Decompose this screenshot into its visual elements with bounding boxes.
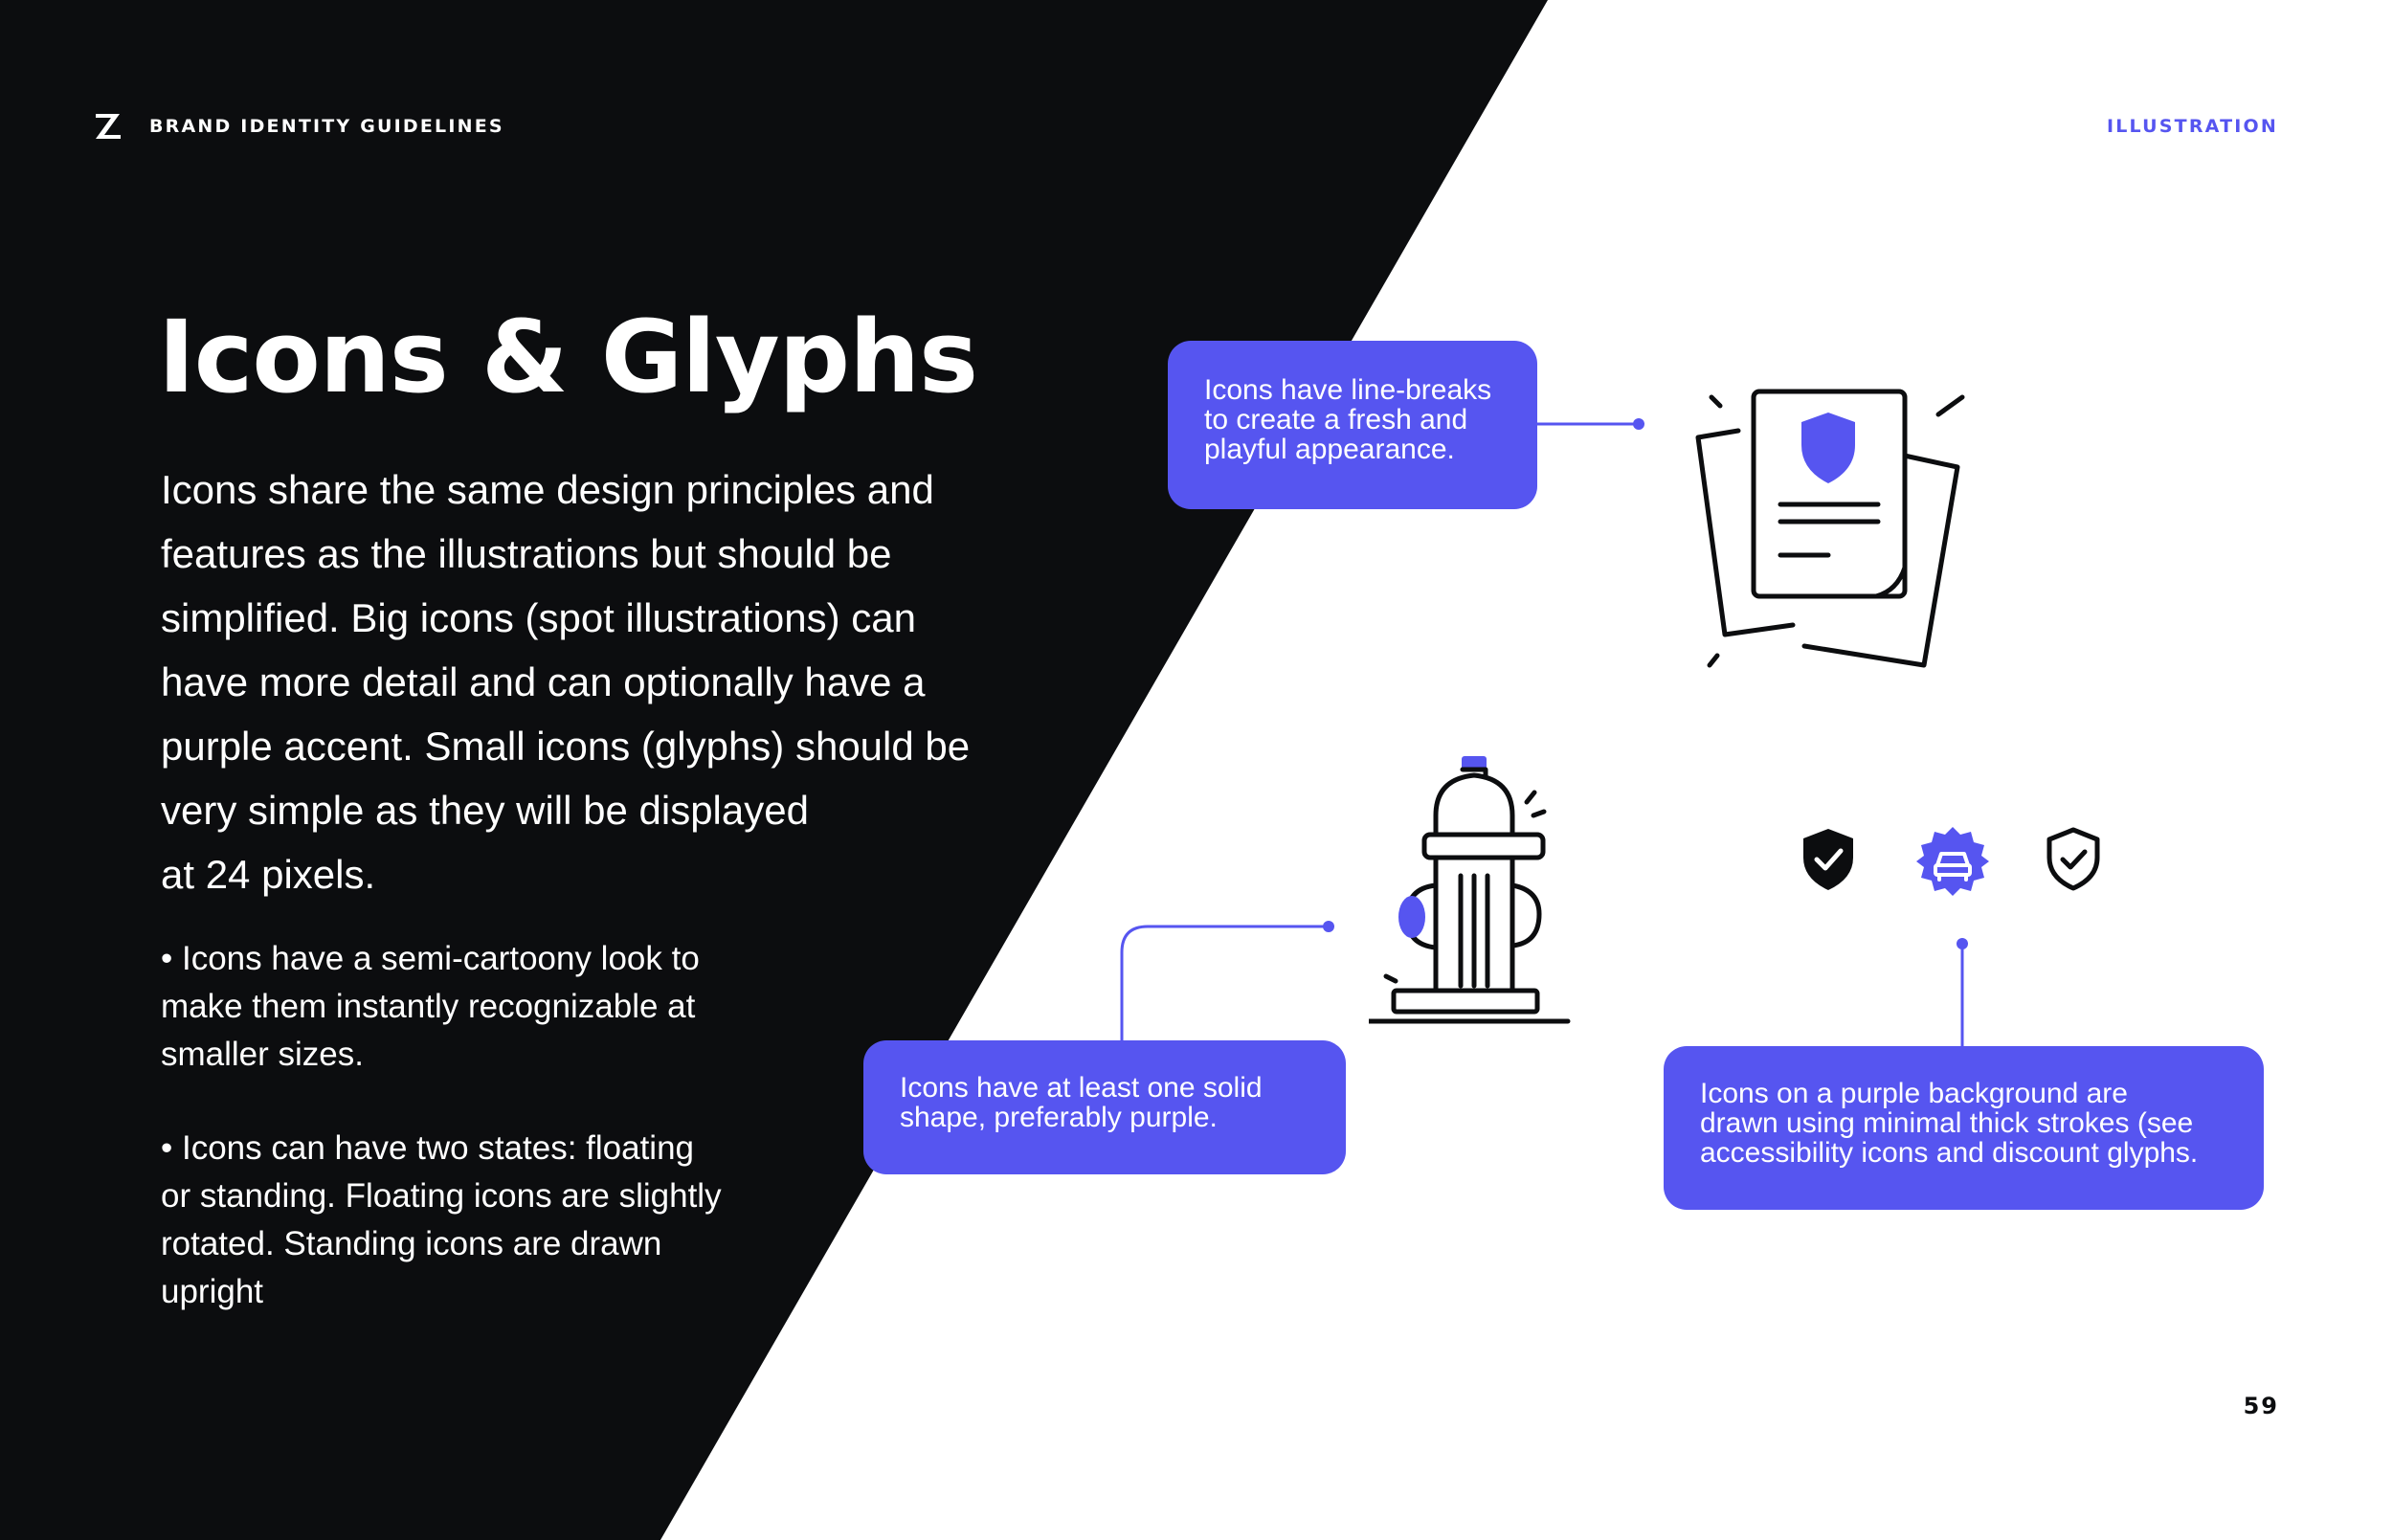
bullet-states: • Icons can have two states: floating or… [161, 1125, 773, 1316]
page-title: Icons & Glyphs [158, 299, 978, 415]
document-shield-icon [1695, 389, 1965, 668]
callout-line-breaks: Icons have line-breaks to create a fresh… [1168, 341, 1537, 509]
bullet-line: • Icons can have two states: floating [161, 1129, 695, 1167]
intro-line: at 24 pixels. [161, 852, 376, 897]
intro-line: very simple as they will be displayed [161, 788, 809, 833]
brand-title: BRAND IDENTITY GUIDELINES [149, 116, 504, 137]
connector-solid-shape [1120, 921, 1334, 1040]
shield-check-solid-icon [1803, 829, 1853, 890]
intro-line: simplified. Big icons (spot illustration… [161, 595, 916, 640]
callout-line: Icons have line-breaks [1204, 374, 1492, 406]
bullet-line: upright [161, 1273, 264, 1310]
callout-line: Icons have at least one solid [900, 1072, 1263, 1104]
callout-line: playful appearance. [1204, 434, 1455, 465]
bullet-line: rotated. Standing icons are drawn [161, 1225, 662, 1262]
connector-purple-background [1957, 938, 1968, 1046]
bullet-line: smaller sizes. [161, 1036, 364, 1073]
intro-line: features as the illustrations but should… [161, 531, 892, 576]
callout-solid-shape: Icons have at least one solid shape, pre… [863, 1040, 1346, 1174]
car-badge-icon [1916, 827, 1989, 896]
callout-line: to create a fresh and [1204, 404, 1468, 435]
section-label: ILLUSTRATION [2106, 116, 2278, 137]
intro-line: purple accent. Small icons (glyphs) shou… [161, 724, 971, 769]
page-number: 59 [2243, 1393, 2279, 1419]
bullet-line: • Icons have a semi-cartoony look to [161, 940, 700, 977]
intro-paragraph: Icons share the same design principles a… [161, 458, 1003, 906]
bullet-line: make them instantly recognizable at [161, 988, 696, 1025]
connector-line-breaks [1537, 418, 1644, 430]
callout-line: drawn using minimal thick strokes (see [1700, 1107, 2194, 1139]
fire-hydrant-icon [1369, 756, 1571, 1024]
intro-line: have more detail and can optionally have… [161, 659, 926, 704]
bullet-line: or standing. Floating icons are slightly [161, 1177, 722, 1215]
bullet-cartoony: • Icons have a semi-cartoony look to mak… [161, 935, 773, 1079]
shield-check-outline-icon [2046, 827, 2100, 891]
callout-line: shape, preferably purple. [900, 1102, 1218, 1133]
callout-line: Icons on a purple background are [1700, 1078, 2128, 1109]
callout-purple-background: Icons on a purple background are drawn u… [1664, 1046, 2264, 1210]
callout-line: accessibility icons and discount glyphs. [1700, 1137, 2199, 1169]
zillow-z-logo-icon [96, 114, 121, 139]
intro-line: Icons share the same design principles a… [161, 467, 934, 512]
